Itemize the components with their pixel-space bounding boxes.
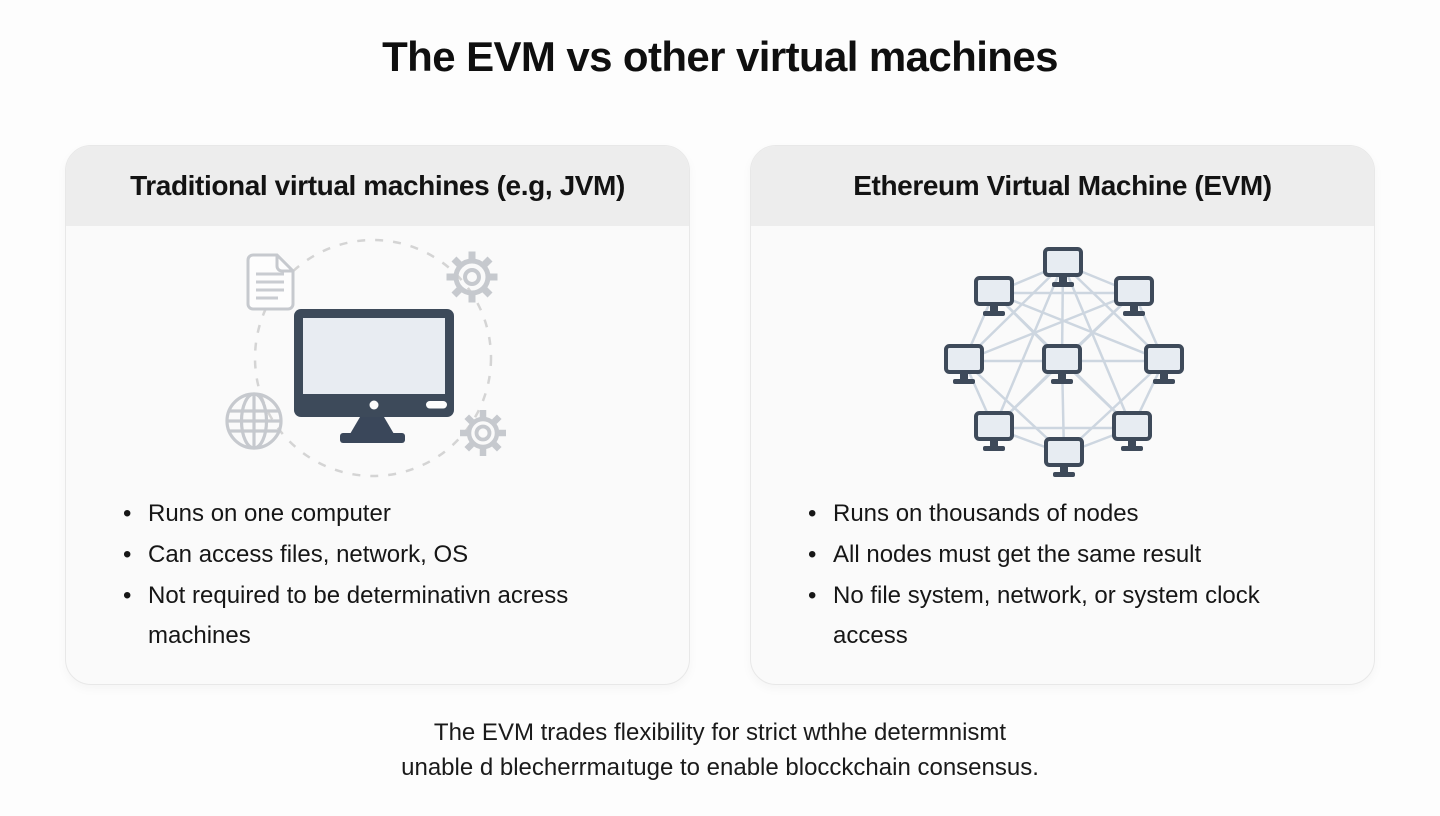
network-node-icon: [943, 344, 984, 386]
card-evm-title: Ethereum Virtual Machine (EVM): [853, 170, 1272, 201]
card-traditional-vm: Traditional virtual machines (e.g, JVM): [65, 145, 690, 685]
bullet-text: Runs on one computer: [148, 500, 391, 527]
comparison-cards: Traditional virtual machines (e.g, JVM): [65, 145, 1375, 685]
gear-icon: [459, 410, 506, 456]
card-traditional-vm-header: Traditional virtual machines (e.g, JVM): [66, 146, 689, 226]
network-node-icon: [973, 276, 1014, 318]
page-title: The EVM vs other virtual machines: [382, 33, 1058, 80]
caption-line-2: unable d blecherrmaıtuge to enable blocc…: [401, 753, 1039, 781]
monitor-icon: [293, 309, 454, 443]
globe-icon: [224, 392, 283, 450]
network-node-icon: [1111, 411, 1152, 453]
gear-icon: [446, 251, 497, 303]
bullet-text: Runs on thousands of nodes: [833, 500, 1139, 527]
bullet-item: All nodes must get the same result: [806, 535, 1338, 576]
traditional-vm-bullet-list: Runs on one computer Can access files, n…: [66, 494, 689, 657]
network-node-icon: [1113, 276, 1154, 318]
card-evm-header: Ethereum Virtual Machine (EVM): [751, 146, 1374, 226]
bullet-text: All nodes must get the same result: [833, 540, 1202, 568]
network-node-icon: [1143, 344, 1184, 386]
network-node-icon: [973, 411, 1014, 453]
bullet-item: No file system, network, or system clock…: [806, 576, 1338, 658]
document-icon: [246, 253, 294, 311]
network-node-icon: [1043, 437, 1084, 479]
bullet-item: Runs on one computer: [121, 494, 653, 535]
bullet-text: No file system, network, or system clock…: [833, 581, 1260, 650]
footer-caption: The EVM trades flexibility for strict wt…: [0, 716, 1440, 786]
bullet-text: Can access files, network, OS: [148, 540, 469, 568]
bullet-item: Runs on thousands of nodes: [806, 494, 1338, 535]
bullet-item: Not required to be determinativn acress …: [121, 576, 653, 658]
node-network-illustration: [751, 226, 1374, 488]
caption-line-1: The EVM trades flexibility for strict wt…: [433, 719, 1007, 746]
card-traditional-vm-title: Traditional virtual machines (e.g, JVM): [130, 170, 625, 201]
bullet-text: Not required to be determinativn acress …: [148, 581, 569, 650]
network-node-icon: [1041, 344, 1082, 386]
single-computer-illustration: [66, 226, 689, 488]
network-node-icon: [1042, 247, 1083, 289]
bullet-item: Can access files, network, OS: [121, 535, 653, 576]
network-nodes: [943, 247, 1184, 479]
card-evm: Ethereum Virtual Machine (EVM): [750, 145, 1375, 685]
evm-bullet-list: Runs on thousands of nodes All nodes mus…: [751, 494, 1374, 657]
dashed-circle: [253, 238, 492, 478]
